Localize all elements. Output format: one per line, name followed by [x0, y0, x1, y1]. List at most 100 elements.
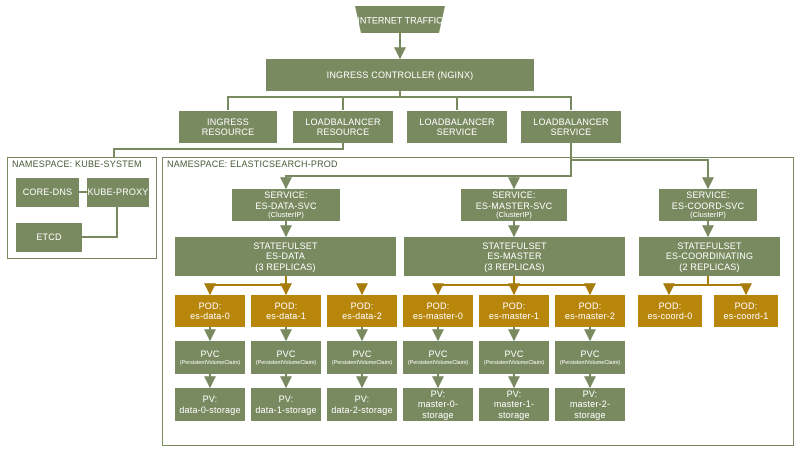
loadbalancer-resource-node: LOADBALANCER RESOURCE: [293, 111, 393, 143]
pv-master-0-storage: PV: master-0-storage: [403, 388, 473, 421]
pv-label: PV:: [354, 394, 370, 405]
loadbalancer-service-node-1: LOADBALANCER SERVICE: [407, 111, 507, 143]
pod-es-coord-1: POD: es-coord-1: [714, 295, 778, 327]
pv-data-2-storage: PV: data-2-storage: [327, 388, 397, 421]
namespace-kube-system: [7, 157, 157, 259]
pvc-data-0: PVC (PersistentVolumeClaim): [175, 341, 245, 374]
statefulset-es-data: STATEFULSET ES-DATA (3 REPLICAS): [175, 237, 396, 276]
pvc-master-0: PVC (PersistentVolumeClaim): [403, 341, 473, 374]
ingress-resource-label-1: INGRESS: [207, 116, 249, 127]
ingress-resource-node: INGRESS RESOURCE: [179, 111, 277, 143]
svc-coord-label-1: SERVICE:: [686, 190, 730, 201]
kube-proxy-label: KUBE-PROXY: [87, 187, 149, 198]
core-dns-label: CORE-DNS: [22, 187, 73, 198]
pod-es-coord-0: POD: es-coord-0: [638, 295, 702, 327]
lb-resource-label-2: RESOURCE: [316, 127, 370, 137]
svc-data-label-2: ES-DATA-SVC: [255, 200, 317, 211]
edge-lb-service-to-coord-svc: [571, 159, 714, 190]
service-es-data-svc: SERVICE: ES-DATA-SVC (ClusterIP): [232, 189, 340, 221]
pod-label: POD:: [198, 300, 222, 311]
edge-ingress-bus: [227, 91, 572, 110]
pod-label: POD:: [658, 300, 682, 311]
sts-data-label-3: (3 REPLICAS): [255, 261, 316, 272]
etcd-node: ETCD: [16, 223, 82, 252]
pvc-master-1: PVC (PersistentVolumeClaim): [479, 341, 549, 374]
pod-name: es-coord-1: [723, 311, 769, 321]
pv-label: PV:: [278, 394, 294, 405]
pv-label: PV:: [506, 388, 522, 399]
namespace-elasticsearch-prod-label: NAMESPACE: ELASTICSEARCH-PROD: [167, 159, 338, 169]
pvc-sublabel: (PersistentVolumeClaim): [179, 359, 241, 366]
pod-name: es-data-2: [342, 311, 382, 321]
namespace-kube-system-label: NAMESPACE: KUBE-SYSTEM: [12, 159, 142, 169]
pod-label: POD:: [274, 300, 298, 311]
pvc-label: PVC: [352, 349, 372, 360]
pod-es-data-2: POD: es-data-2: [327, 295, 397, 327]
pv-name: master-1-storage: [493, 399, 535, 420]
pv-label: PV:: [430, 388, 446, 399]
internet-traffic-label: INTERNET TRAFFIC: [357, 16, 443, 26]
service-es-coord-svc: SERVICE: ES-COORD-SVC (ClusterIP): [659, 189, 757, 221]
pvc-label: PVC: [428, 349, 448, 360]
loadbalancer-service-node-2: LOADBALANCER SERVICE: [521, 111, 621, 143]
service-es-master-svc: SERVICE: ES-MASTER-SVC (ClusterIP): [461, 189, 567, 221]
sts-master-label-3: (3 REPLICAS): [484, 261, 545, 272]
pv-data-1-storage: PV: data-1-storage: [251, 388, 321, 421]
pod-name: es-data-1: [266, 311, 306, 321]
edge-lb-resource-to-kube-system: [113, 143, 344, 157]
pod-name: es-master-2: [564, 311, 616, 321]
ingress-controller-label: INGRESS CONTROLLER (NGINX): [326, 69, 474, 80]
pod-es-master-0: POD: es-master-0: [403, 295, 473, 327]
pod-label: POD:: [578, 300, 602, 311]
pvc-data-1: PVC (PersistentVolumeClaim): [251, 341, 321, 374]
pvc-sublabel: (PersistentVolumeClaim): [483, 359, 545, 366]
svc-master-label-2: ES-MASTER-SVC: [475, 200, 553, 211]
pod-es-master-2: POD: es-master-2: [555, 295, 625, 327]
sts-data-label-1: STATEFULSET: [253, 240, 318, 251]
pvc-label: PVC: [276, 349, 296, 360]
sts-coord-label-1: STATEFULSET: [677, 240, 742, 251]
pvc-sublabel: (PersistentVolumeClaim): [255, 359, 317, 366]
namespace-elasticsearch-prod: [162, 157, 794, 446]
pod-es-data-1: POD: es-data-1: [251, 295, 321, 327]
lb-service-1-label-2: SERVICE: [436, 127, 478, 137]
pvc-master-2: PVC (PersistentVolumeClaim): [555, 341, 625, 374]
pv-name: master-0-storage: [417, 399, 459, 420]
pod-name: es-coord-0: [647, 311, 693, 321]
sts-coord-label-3: (2 REPLICAS): [679, 261, 740, 272]
svc-master-label-3: (ClusterIP): [496, 210, 532, 220]
pvc-sublabel: (PersistentVolumeClaim): [407, 359, 469, 366]
lb-service-2-label-2: SERVICE: [550, 127, 592, 137]
pv-name: master-2-storage: [569, 399, 611, 420]
pod-label: POD:: [350, 300, 374, 311]
pod-label: POD:: [502, 300, 526, 311]
pv-label: PV:: [202, 394, 218, 405]
statefulset-es-master: STATEFULSET ES-MASTER (3 REPLICAS): [404, 237, 625, 276]
svc-master-label-1: SERVICE:: [492, 190, 536, 201]
pvc-label: PVC: [580, 349, 600, 360]
pod-label: POD:: [734, 300, 758, 311]
pv-name: data-0-storage: [179, 404, 241, 415]
pv-data-0-storage: PV: data-0-storage: [175, 388, 245, 421]
pv-name: data-2-storage: [331, 404, 393, 415]
internet-traffic-node: INTERNET TRAFFIC: [355, 6, 445, 33]
edge-master-sts-to-pods: [438, 276, 590, 294]
pvc-label: PVC: [200, 349, 220, 360]
pvc-sublabel: (PersistentVolumeClaim): [559, 359, 621, 366]
pv-name: data-1-storage: [255, 404, 317, 415]
etcd-label: ETCD: [36, 232, 62, 243]
pvc-sublabel: (PersistentVolumeClaim): [331, 359, 393, 366]
pod-name: es-data-0: [190, 311, 230, 321]
pod-es-master-1: POD: es-master-1: [479, 295, 549, 327]
pv-label: PV:: [582, 388, 598, 399]
svc-data-label-3: (ClusterIP): [268, 210, 304, 220]
lb-resource-label-1: LOADBALANCER: [305, 116, 381, 127]
svc-data-label-1: SERVICE:: [264, 190, 308, 201]
svc-coord-label-2: ES-COORD-SVC: [671, 200, 745, 211]
kube-proxy-node: KUBE-PROXY: [87, 178, 149, 207]
pod-name: es-master-1: [488, 311, 540, 321]
svc-coord-label-3: (ClusterIP): [690, 210, 726, 220]
sts-data-label-2: ES-DATA: [265, 251, 306, 262]
core-dns-node: CORE-DNS: [16, 178, 79, 207]
